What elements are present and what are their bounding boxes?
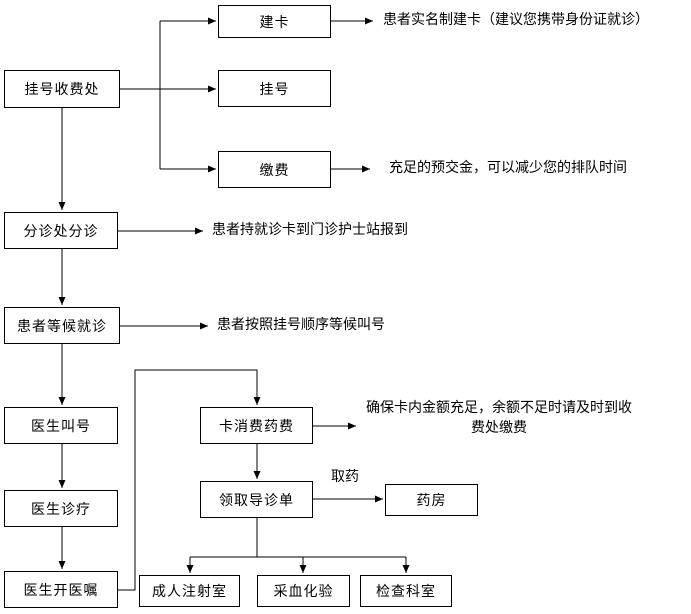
node-blood-test: 采血化验 [257, 575, 350, 607]
edge-doctor-order-card-pay [118, 369, 261, 591]
node-create-card: 建卡 [218, 5, 331, 38]
node-pharmacy: 药房 [385, 484, 478, 516]
node-doctor-call: 医生叫号 [4, 407, 118, 444]
node-triage: 分诊处分诊 [4, 212, 118, 249]
node-pay: 缴费 [218, 151, 331, 188]
node-waiting: 患者等候就诊 [4, 307, 120, 344]
node-doctor-order: 医生开医嘱 [4, 571, 118, 608]
node-exam-dept: 检查科室 [360, 575, 452, 607]
note-pay: 充足的预交金，可以减少您的排队时间 [389, 161, 627, 176]
node-get-sheet: 领取导诊单 [200, 481, 313, 518]
note-card-pay: 确保卡内金额充足，余额不足时请及时到收费处缴费 [366, 401, 632, 436]
node-register: 挂号 [218, 70, 331, 107]
note-create-card: 患者实名制建卡（建议您携带身份证就诊） [383, 13, 649, 28]
node-injection-room: 成人注射室 [139, 575, 240, 607]
node-doctor-treat: 医生诊疗 [4, 490, 118, 527]
node-card-pay: 卡消费药费 [200, 407, 313, 444]
edge-label-pick-medicine: 取药 [331, 470, 359, 485]
note-waiting: 患者按照挂号顺序等候叫号 [217, 318, 385, 333]
note-triage: 患者持就诊卡到门诊护士站报到 [212, 223, 408, 238]
node-registration: 挂号收费处 [4, 70, 120, 108]
